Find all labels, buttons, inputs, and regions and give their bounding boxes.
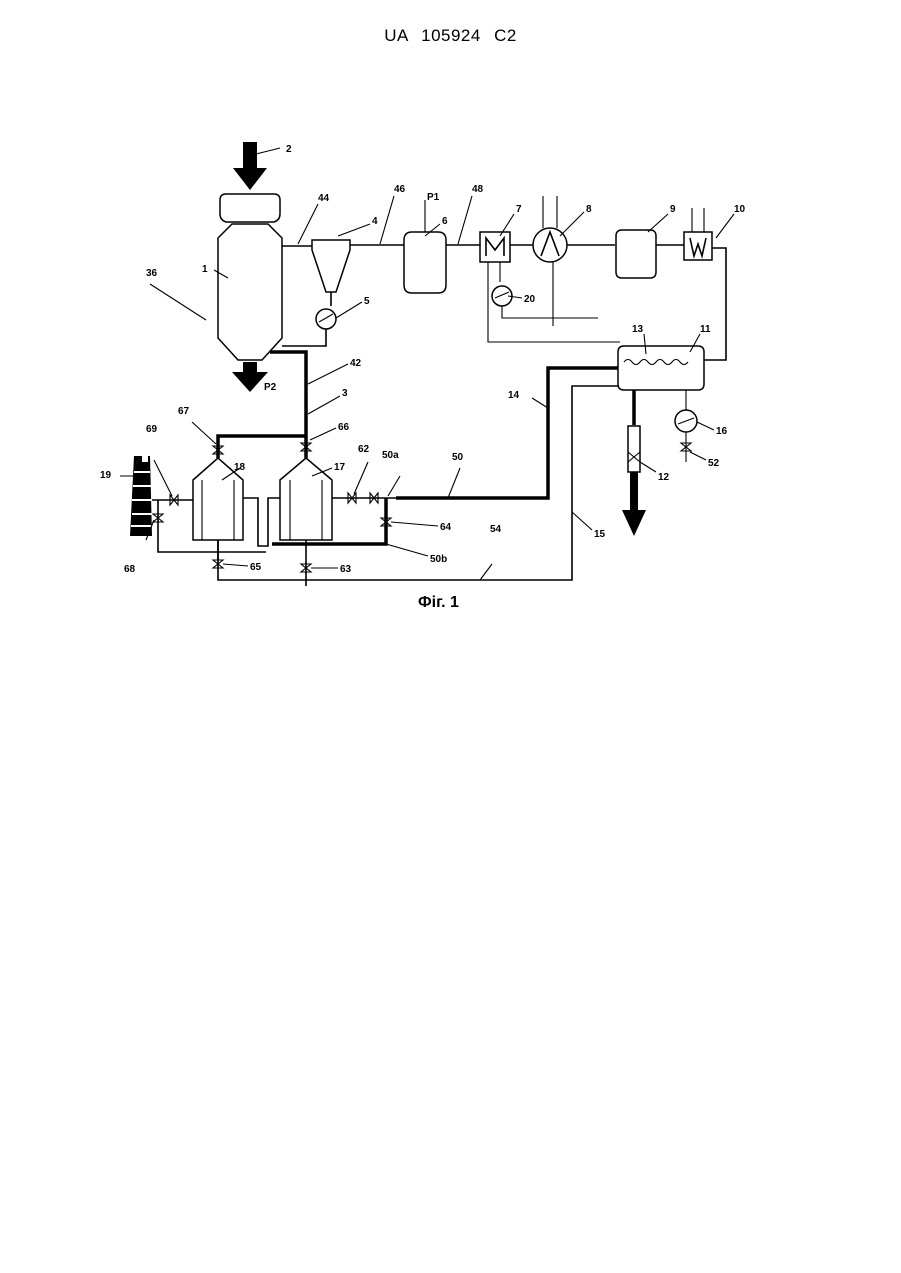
label-7: 7 (516, 204, 522, 215)
figure-caption: Фіг. 1 (418, 594, 459, 611)
reactor-top-hopper (220, 194, 280, 222)
label-5: 5 (364, 296, 370, 307)
label-50a: 50a (382, 450, 399, 461)
label-66: 66 (338, 422, 350, 433)
label-67: 67 (178, 406, 190, 417)
label-50b: 50b (430, 554, 447, 565)
label-69: 69 (146, 424, 158, 435)
label-52: 52 (708, 458, 720, 469)
label-46: 46 (394, 184, 406, 195)
label-20: 20 (524, 294, 536, 305)
label-42: 42 (350, 358, 362, 369)
label-64: 64 (440, 522, 452, 533)
adsorber-17 (280, 458, 332, 540)
line-42-3 (270, 352, 306, 436)
stack-19 (130, 456, 152, 536)
line-15 (218, 386, 618, 580)
label-3: 3 (342, 388, 348, 399)
label-62: 62 (358, 444, 370, 455)
label-15: 15 (594, 529, 606, 540)
label-13: 13 (632, 324, 644, 335)
cyclone (312, 240, 350, 292)
label-p2: P2 (264, 382, 277, 393)
label-8: 8 (586, 204, 592, 215)
vessel-6 (404, 232, 446, 293)
label-14: 14 (508, 390, 520, 401)
reactor-vessel (218, 224, 282, 360)
drain-arrow (622, 472, 646, 536)
vessel-9 (616, 230, 656, 278)
label-11: 11 (700, 324, 711, 335)
product-arrow (232, 362, 268, 392)
line-14-50 (396, 368, 618, 498)
label-54: 54 (490, 524, 502, 535)
valve-12 (628, 426, 640, 472)
label-12: 12 (658, 472, 670, 483)
separator-11 (618, 346, 704, 390)
label-10: 10 (734, 204, 746, 215)
feed-arrow (233, 142, 267, 190)
label-65: 65 (250, 562, 262, 573)
cyclone-return-line (282, 329, 326, 346)
label-18: 18 (234, 462, 246, 473)
label-4: 4 (372, 216, 378, 227)
label-16: 16 (716, 426, 728, 437)
label-6: 6 (442, 216, 448, 227)
label-68: 68 (124, 564, 136, 575)
label-1: 1 (202, 264, 208, 275)
heat-exchanger-7 (480, 232, 510, 262)
label-50: 50 (452, 452, 464, 463)
label-36: 36 (146, 268, 158, 279)
label-p1: P1 (427, 192, 440, 203)
label-63: 63 (340, 564, 352, 575)
label-19: 19 (100, 470, 112, 481)
label-17: 17 (334, 462, 346, 473)
label-9: 9 (670, 204, 676, 215)
label-2: 2 (286, 144, 292, 155)
label-44: 44 (318, 193, 330, 204)
label-48: 48 (472, 184, 484, 195)
rotary-valve (316, 309, 336, 329)
